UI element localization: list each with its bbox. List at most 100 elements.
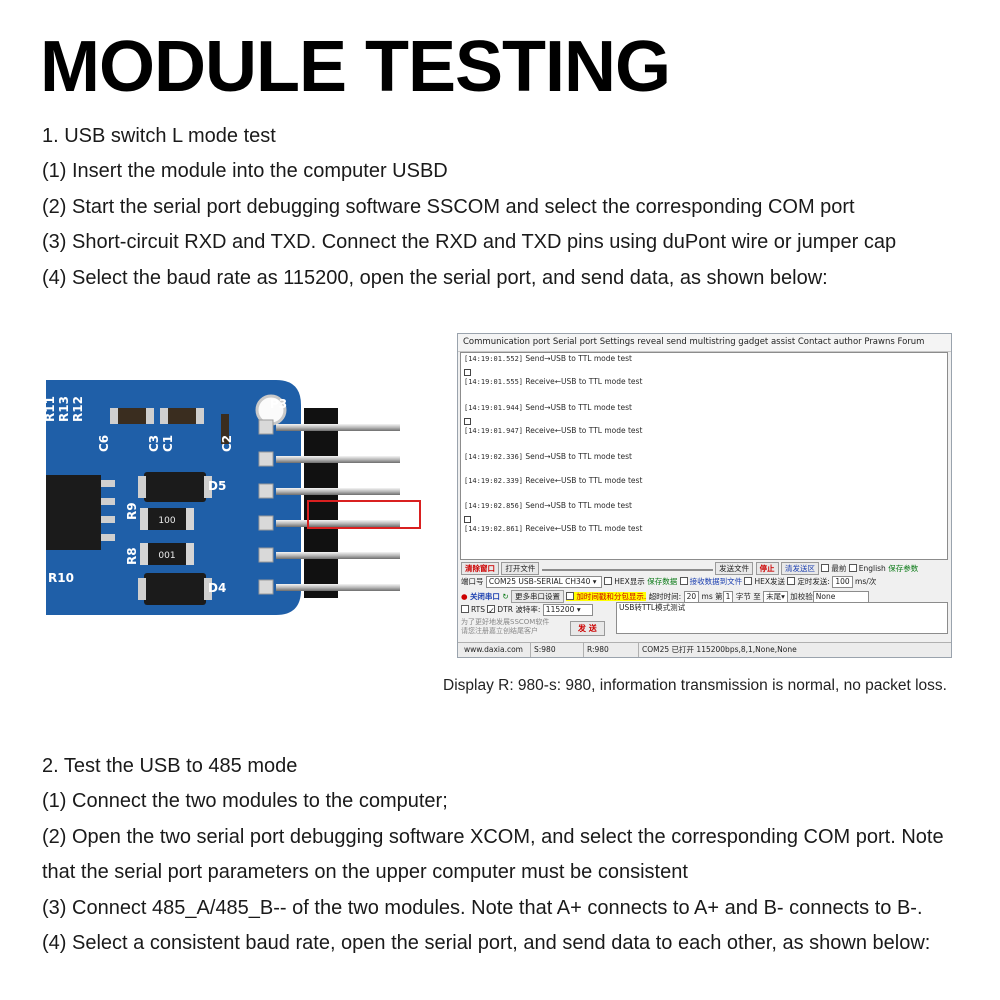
silk-c2: C2 <box>220 435 234 452</box>
silk-r11: R11 <box>46 396 57 422</box>
clear-window-button[interactable]: 清除窗口 <box>461 562 499 575</box>
more-settings-button[interactable]: 更多串口设置 <box>511 590 565 603</box>
file-path-field[interactable] <box>541 569 713 571</box>
status-website: www.daxia.com <box>464 645 523 654</box>
diode-d5 <box>138 472 212 502</box>
section1-heading: 1. USB switch L mode test <box>42 125 276 147</box>
sscom-status-bar: www.daxia.com S:980 R:980 COM25 已打开 1152… <box>458 642 951 657</box>
section1-step-1: (1) Insert the module into the computer … <box>42 160 448 183</box>
capacitors <box>110 408 229 444</box>
english-checkbox[interactable]: English <box>848 564 886 573</box>
status-sent-count: S:980 <box>530 643 556 657</box>
log-entry: [14:19:01.947] Receive←USB to TTL mode t… <box>464 418 642 435</box>
ic-chip <box>46 475 115 550</box>
section1-step-3: (3) Short-circuit RXD and TXD. Connect t… <box>42 231 897 254</box>
sscom-menu-bar[interactable]: Communication port Serial port Settings … <box>458 334 951 352</box>
send-text-area[interactable]: USB转TTL模式测试 <box>616 602 948 634</box>
dtr-checkbox[interactable]: ✓DTR <box>487 605 513 615</box>
sscom-window: Communication port Serial port Settings … <box>457 333 952 658</box>
byte-unit: 字节 <box>735 592 751 601</box>
resistor-code-001: 001 <box>158 551 175 561</box>
header-pins <box>276 424 400 591</box>
silk-r8: R8 <box>125 547 139 565</box>
promo-text: 为了更好地发展SSCOM软件 请您注册嘉立创结尾客户 <box>461 618 550 635</box>
section2-step-2-cont: that the serial port parameters on the u… <box>42 861 688 884</box>
send-button[interactable]: 发 送 <box>570 621 605 636</box>
interval-unit: ms/次 <box>855 577 877 586</box>
baud-label: 波特率: <box>515 605 541 614</box>
section1-step-2: (2) Start the serial port debugging soft… <box>42 195 855 218</box>
log-entry: [14:19:02.339] Receive←USB to TTL mode t… <box>464 476 643 485</box>
sscom-toolbar-row1: 清除窗口 打开文件 发送文件 停止 清发送区 最前 English 保存参数 <box>461 562 918 575</box>
silk-d4: D4 <box>208 581 226 595</box>
silk-p3: P3 <box>270 397 287 411</box>
section-usb-ttl-test: 1. USB switch L mode test (1) Insert the… <box>42 119 982 296</box>
section1-step-4: (4) Select the baud rate as 115200, open… <box>42 266 828 289</box>
hex-display-checkbox[interactable]: HEX显示 <box>604 577 645 586</box>
section2-step-4: (4) Select a consistent baud rate, open … <box>42 932 931 955</box>
byte-label: 第 <box>715 592 723 601</box>
timed-send-checkbox[interactable]: 定时发送: <box>787 577 830 586</box>
timeout-unit: ms <box>701 592 713 601</box>
port-label: 端口号 <box>461 577 484 586</box>
log-entry: [14:19:01.552] Send→USB to TTL mode test <box>464 354 632 363</box>
silk-r10: R10 <box>48 571 74 585</box>
port-status-icon: ● <box>461 592 468 601</box>
log-entry: [14:19:02.336] Send→USB to TTL mode test <box>464 452 632 461</box>
log-marker <box>464 516 471 523</box>
header-pads <box>258 419 274 595</box>
sscom-toolbar-row2: 端口号 COM25 USB-SERIAL CH340 ▾ HEX显示 保存数据 … <box>461 576 876 588</box>
checksum-label: 加校验 <box>790 592 813 601</box>
silk-r13: R13 <box>57 396 71 422</box>
status-received-count: R:980 <box>583 643 609 657</box>
hex-send-checkbox[interactable]: HEX发送 <box>744 577 785 586</box>
refresh-icon[interactable]: ↻ <box>502 592 509 601</box>
log-marker <box>464 369 471 376</box>
sscom-receive-log[interactable]: [14:19:01.552] Send→USB to TTL mode test… <box>460 352 948 560</box>
open-file-button[interactable]: 打开文件 <box>501 562 540 575</box>
silk-r12: R12 <box>71 396 85 422</box>
clear-send-button[interactable]: 清发送区 <box>780 562 819 575</box>
status-port-info: COM25 已打开 115200bps,8,1,None,None <box>638 643 797 657</box>
silk-c3: C3 <box>147 435 161 452</box>
log-entry: [14:19:02.861] Receive←USB to TTL mode t… <box>464 516 642 533</box>
baud-select[interactable]: 115200 ▾ <box>542 604 593 616</box>
silk-c6: C6 <box>97 435 111 452</box>
stop-button[interactable]: 停止 <box>755 562 779 575</box>
diode-d4 <box>138 573 212 605</box>
section2-step-2: (2) Open the two serial port debugging s… <box>42 825 944 848</box>
sscom-toolbar-row4: RTS ✓DTR 波特率: 115200 ▾ <box>461 604 593 616</box>
log-entry: [14:19:01.944] Send→USB to TTL mode test <box>464 403 632 412</box>
save-params-button[interactable]: 保存参数 <box>888 564 919 573</box>
timestamp-checkbox[interactable]: 加时间戳和分包显示. <box>566 592 647 601</box>
highlight-box <box>307 500 421 529</box>
save-data-button[interactable]: 保存数据 <box>647 577 678 586</box>
section2-step-3: (3) Connect 485_A/485_B-- of the two mod… <box>42 896 923 919</box>
log-entry: [14:19:01.555] Receive←USB to TTL mode t… <box>464 369 642 386</box>
topmost-checkbox[interactable]: 最前 <box>821 564 846 573</box>
interval-field[interactable]: 100 <box>832 576 853 588</box>
silk-c1: C1 <box>161 435 175 452</box>
screenshot-caption: Display R: 980-s: 980, information trans… <box>443 677 947 694</box>
log-marker <box>464 418 471 425</box>
send-file-button[interactable]: 发送文件 <box>715 562 754 575</box>
section2-step-1: (1) Connect the two modules to the compu… <box>42 790 448 813</box>
sscom-toolbar-row3: ● 关闭串口 ↻ 更多串口设置 加时间戳和分包显示. 超时时间: 20 ms 第… <box>461 590 869 603</box>
resistor-r8: 001 <box>140 543 194 565</box>
section2-heading: 2. Test the USB to 485 mode <box>42 755 298 777</box>
section-usb-485-test: 2. Test the USB to 485 mode (1) Connect … <box>42 749 982 961</box>
timeout-label: 超时时间: <box>648 592 682 601</box>
resistor-r9: 100 <box>140 508 194 530</box>
resistor-code-100: 100 <box>158 516 175 526</box>
module-pcb-photo: 100 001 R11 R13 R12 C6 C3 C1 C2 R9 R8 P3… <box>46 380 421 615</box>
log-entry: [14:19:02.856] Send→USB to TTL mode test <box>464 501 632 510</box>
port-select[interactable]: COM25 USB-SERIAL CH340 ▾ <box>485 576 602 588</box>
to-label: 至 <box>753 592 761 601</box>
close-port-button[interactable]: 关闭串口 <box>469 592 500 601</box>
page-title: MODULE TESTING <box>40 27 671 107</box>
pin-header-housing <box>304 408 338 598</box>
silk-d5: D5 <box>208 479 226 493</box>
rts-checkbox[interactable]: RTS <box>461 605 485 614</box>
recv-to-file-checkbox[interactable]: 接收数据到文件 <box>679 577 742 586</box>
silk-r9: R9 <box>125 502 139 520</box>
